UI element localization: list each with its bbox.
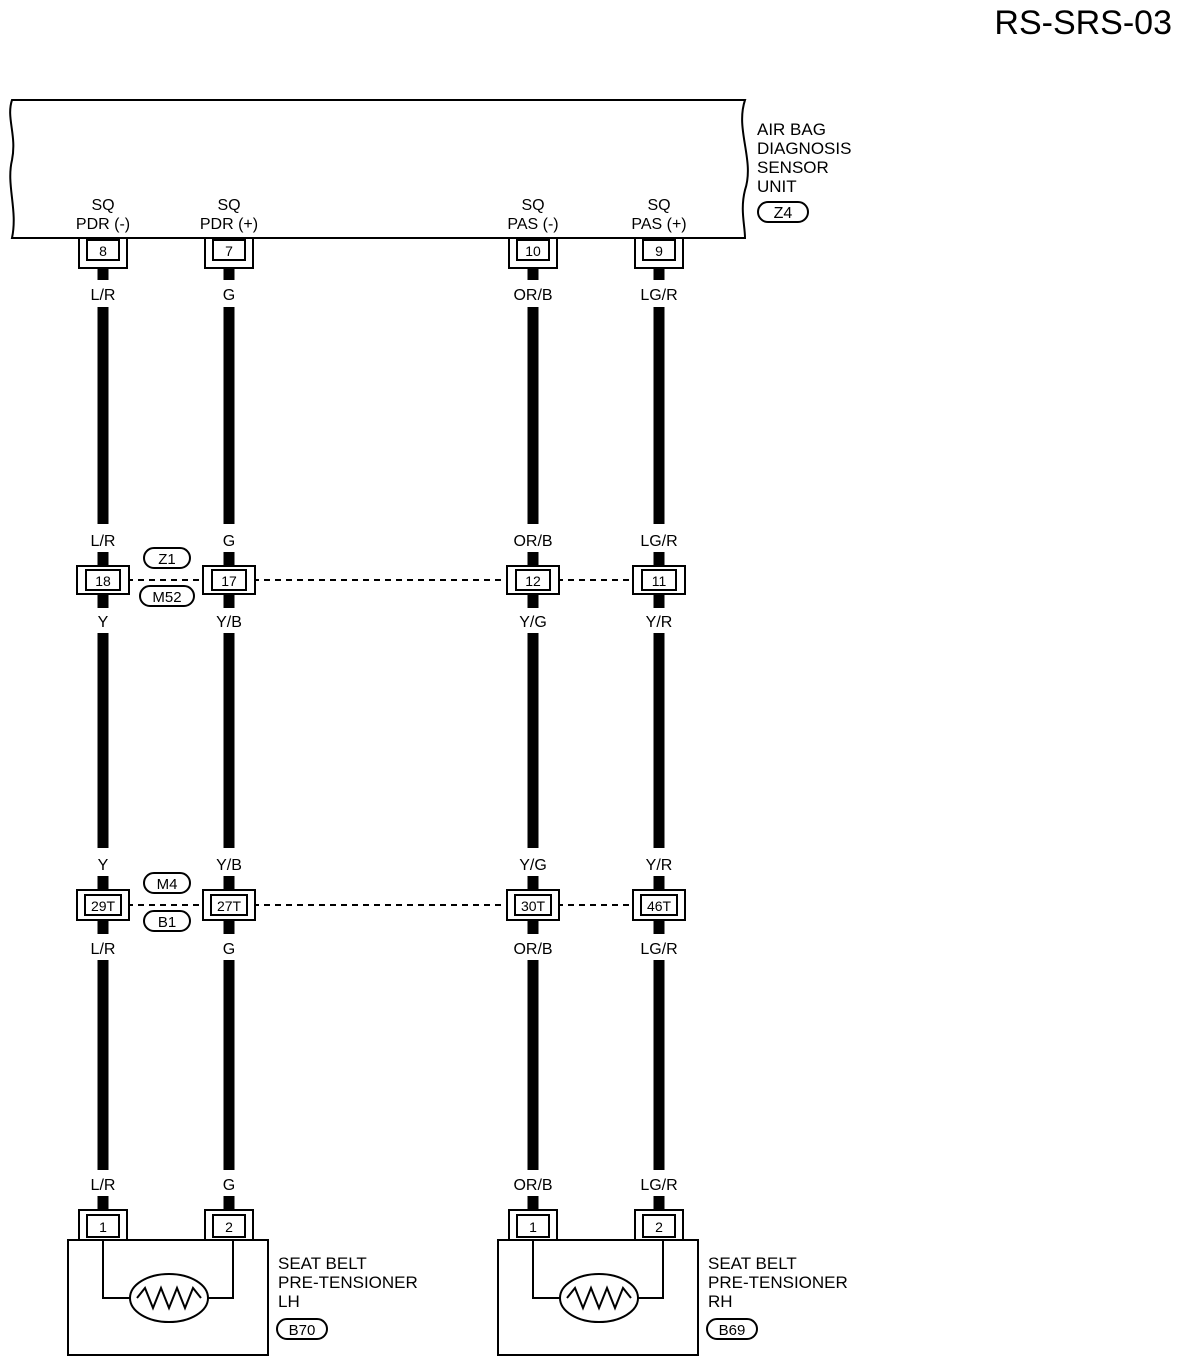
connector-id-z4: Z4 [774,205,793,222]
svg-text:LH: LH [278,1292,300,1311]
svg-text:Y/B: Y/B [216,614,242,631]
svg-text:Y/G: Y/G [519,614,547,631]
unit-connector-pins: 8 7 10 9 [78,238,684,269]
svg-text:2: 2 [655,1219,663,1235]
svg-text:30T: 30T [521,898,546,914]
svg-text:1: 1 [529,1219,537,1235]
svg-text:SEAT BELT: SEAT BELT [278,1254,367,1273]
svg-text:SQ: SQ [91,197,114,214]
svg-text:SQ: SQ [647,197,670,214]
svg-text:7: 7 [225,243,233,259]
squib-resistor-lh-icon [129,1273,209,1323]
pretensioner-rh: 1 2 SEAT BELT PRE-TENSIONER RH B69 [497,1209,848,1356]
svg-text:Y: Y [98,857,109,874]
svg-text:PRE-TENSIONER: PRE-TENSIONER [278,1273,418,1292]
svg-text:OR/B: OR/B [513,287,552,304]
svg-text:2: 2 [225,1219,233,1235]
squib-resistor-rh-icon [559,1273,639,1323]
svg-text:G: G [223,287,235,304]
svg-text:PAS (-): PAS (-) [507,216,558,233]
svg-text:1: 1 [99,1219,107,1235]
svg-text:9: 9 [655,243,663,259]
unit-pin-labels: SQ PDR (-) SQ PDR (+) SQ PAS (-) SQ PAS … [76,197,687,233]
wire-color-labels: L/R G OR/B LG/R L/R G OR/B LG/R Y Y/B Y/… [91,287,678,1194]
svg-text:G: G [223,941,235,958]
svg-text:10: 10 [525,243,541,259]
junction-m4-b1: 29T 27T 30T 46T M4 B1 [76,872,686,932]
svg-text:PRE-TENSIONER: PRE-TENSIONER [708,1273,848,1292]
svg-text:UNIT: UNIT [757,177,797,196]
svg-text:Y/R: Y/R [646,857,673,874]
svg-text:PAS (+): PAS (+) [631,216,686,233]
svg-text:8: 8 [99,243,107,259]
svg-text:SEAT BELT: SEAT BELT [708,1254,797,1273]
svg-text:L/R: L/R [91,1177,116,1194]
svg-text:L/R: L/R [91,941,116,958]
control-unit-name: AIR BAG DIAGNOSIS SENSOR UNIT [757,120,851,196]
svg-text:DIAGNOSIS: DIAGNOSIS [757,139,851,158]
connector-badge-z4 [757,201,809,223]
svg-text:B69: B69 [719,1322,746,1339]
svg-text:L/R: L/R [91,287,116,304]
svg-text:L/R: L/R [91,533,116,550]
svg-text:Y/B: Y/B [216,857,242,874]
svg-text:RH: RH [708,1292,733,1311]
svg-text:OR/B: OR/B [513,1177,552,1194]
svg-text:Y: Y [98,614,109,631]
svg-text:M4: M4 [157,876,178,893]
svg-text:M52: M52 [152,589,181,606]
svg-text:Y/R: Y/R [646,614,673,631]
svg-text:LG/R: LG/R [640,1177,677,1194]
svg-text:LG/R: LG/R [640,941,677,958]
control-unit-box [9,99,749,239]
page-code: RS-SRS-03 [994,4,1172,42]
svg-text:OR/B: OR/B [513,533,552,550]
svg-text:Z1: Z1 [158,551,176,568]
svg-text:LG/R: LG/R [640,287,677,304]
svg-text:PDR (-): PDR (-) [76,216,130,233]
svg-text:29T: 29T [91,898,116,914]
svg-text:Y/G: Y/G [519,857,547,874]
svg-text:46T: 46T [647,898,672,914]
svg-text:G: G [223,533,235,550]
svg-text:B1: B1 [158,914,176,931]
svg-text:17: 17 [221,573,237,589]
junction-z1-m52: 18 17 12 11 Z1 M52 [76,547,686,607]
svg-text:LG/R: LG/R [640,533,677,550]
svg-text:PDR (+): PDR (+) [200,216,258,233]
svg-text:SENSOR: SENSOR [757,158,829,177]
pretensioner-lh: 1 2 SEAT BELT PRE-TENSIONER LH B70 [67,1209,418,1356]
svg-text:27T: 27T [217,898,242,914]
svg-text:11: 11 [652,573,667,589]
svg-text:18: 18 [95,573,111,589]
svg-text:12: 12 [525,573,541,589]
svg-text:OR/B: OR/B [513,941,552,958]
wires [97,268,665,1210]
svg-text:SQ: SQ [521,197,544,214]
svg-text:AIR BAG: AIR BAG [757,120,826,139]
svg-text:B70: B70 [289,1322,316,1339]
svg-text:SQ: SQ [217,197,240,214]
svg-text:G: G [223,1177,235,1194]
